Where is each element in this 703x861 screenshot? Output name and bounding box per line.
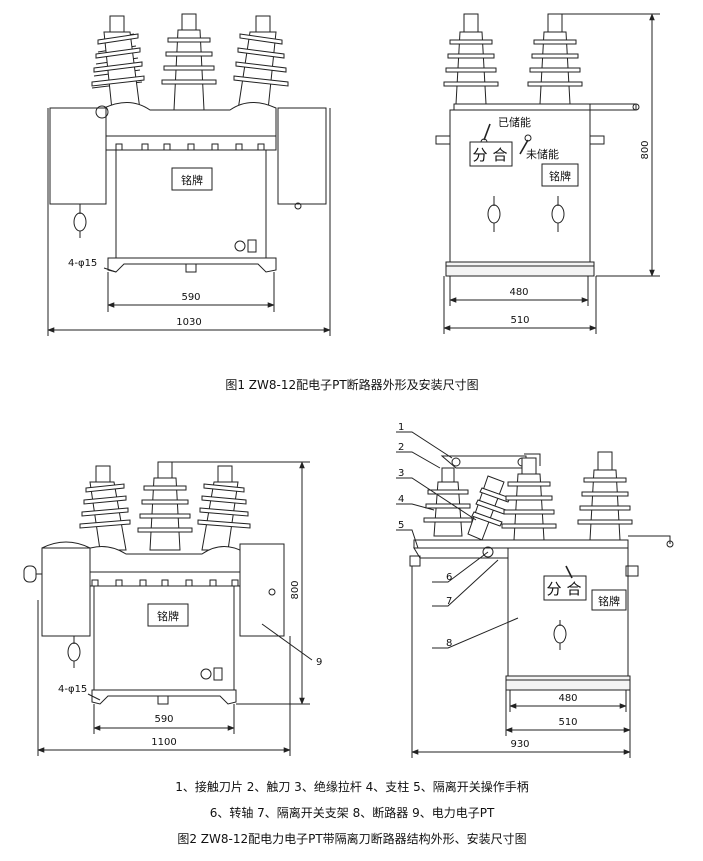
fig2-side-callout-8: 8 [446, 638, 452, 649]
fig1-side-nameplate-text: 铭牌 [549, 169, 571, 183]
fig1-side-open-label: 分 [472, 146, 487, 164]
fig2-side-dim-outer: 930 [510, 739, 529, 750]
fig2-front-holes-label: 4-φ15 [58, 684, 87, 695]
fig2-side-callout-6: 6 [446, 572, 452, 583]
fig1-side-base [445, 261, 595, 277]
fig2-front-nameplate [147, 603, 189, 627]
fig1-front-top-cover [103, 102, 277, 139]
fig2-side-insulator-right [577, 451, 633, 541]
fig2-front-insulator-middle [137, 461, 193, 551]
fig1-front-holes-label: 4-φ15 [68, 258, 97, 269]
fig1-side-nameplate [541, 163, 579, 187]
fig1-front-nameplate [171, 167, 213, 191]
fig2-side-callouts [396, 431, 519, 649]
fig2-side-post-insulator [423, 467, 473, 537]
fig2-side-open-close-window [543, 575, 587, 601]
fig2-side-view: 分 合 铭牌 480 510 930 1 2 3 4 [396, 422, 674, 758]
fig1-side-insulator-left [443, 13, 499, 105]
fig1-side-view: 已储能 未储能 分 合 铭牌 480 510 800 [435, 13, 660, 334]
fig2-side-callout-7: 7 [446, 596, 452, 607]
fig2-side-cabinet [507, 547, 629, 677]
fig1-side-status-charged: 已储能 [498, 115, 531, 129]
fig2-side-nameplate [591, 589, 627, 611]
fig1-front-insulator-middle [161, 13, 217, 111]
fig2-caption: 图2 ZW8-12配电力电子PT带隔离刀断路器结构外形、安装尺寸图 [177, 831, 526, 846]
fig1-side-status-uncharged: 未储能 [526, 147, 559, 161]
fig2-front-insulator-left [79, 465, 131, 551]
fig1-side-dim-height: 800 [640, 140, 651, 159]
fig1-front-insulator-left [91, 15, 145, 111]
fig2-front-dim-outer: 1100 [151, 737, 176, 748]
fig1-front-dim-outer: 1030 [176, 317, 201, 328]
fig2-side-dim-mid: 510 [558, 717, 577, 728]
fig1-front-view: 铭牌 4-φ15 590 1030 [47, 13, 331, 336]
fig2-side-insulator-left [501, 457, 557, 541]
fig1-side-close-label: 合 [492, 146, 507, 164]
fig2-side-open-label: 分 [546, 580, 561, 598]
fig2-front-view: 铭牌 9 4-φ15 590 1100 800 [23, 461, 322, 756]
fig2-side-callout-2: 2 [398, 442, 404, 453]
fig1-side-dim-outer: 510 [510, 315, 529, 326]
fig2-front-left-box [41, 547, 91, 637]
fig1-front-right-box [277, 107, 327, 205]
fig1-front-dim-inner: 590 [181, 292, 200, 303]
fig2-front-dim-inner: 590 [154, 714, 173, 725]
fig1-front-left-box [49, 107, 107, 205]
fig1-front-insulator-right [233, 15, 289, 111]
fig2-front-base [91, 689, 237, 705]
fig1-side-insulator-right [527, 13, 583, 105]
fig1-front-nameplate-text: 铭牌 [181, 173, 203, 187]
fig2-side-dim-inner: 480 [558, 693, 577, 704]
fig2-front-dim-height: 800 [290, 580, 301, 599]
fig2-front-insulator-right [197, 465, 251, 551]
fig2-side-base [505, 675, 631, 691]
fig1-side-open-close-window [469, 141, 513, 167]
fig2-legend-line2: 6、转轴 7、隔离开关支架 8、断路器 9、电力电子PT [210, 805, 495, 820]
fig2-side-nameplate-text: 铭牌 [598, 594, 620, 608]
fig2-front-tank [93, 585, 235, 691]
fig1-front-base [107, 257, 277, 273]
fig1-side-dim-inner: 480 [509, 287, 528, 298]
fig2-side-close-label: 合 [566, 580, 581, 598]
fig1-caption: 图1 ZW8-12配电子PT断路器外形及安装尺寸图 [225, 377, 478, 392]
fig2-side-callout-1: 1 [398, 422, 404, 433]
fig2-side-insulating-rod [467, 475, 511, 541]
fig2-front-callout-9: 9 [316, 657, 322, 668]
fig2-side-callout-3: 3 [398, 468, 404, 479]
fig2-side-callout-4: 4 [398, 494, 404, 505]
fig2-legend-line1: 1、接触刀片 2、触刀 3、绝缘拉杆 4、支柱 5、隔离开关操作手柄 [175, 779, 528, 794]
fig2-side-callout-5: 5 [398, 520, 404, 531]
fig2-front-right-box [239, 543, 285, 637]
fig2-front-nameplate-text: 铭牌 [157, 609, 179, 623]
